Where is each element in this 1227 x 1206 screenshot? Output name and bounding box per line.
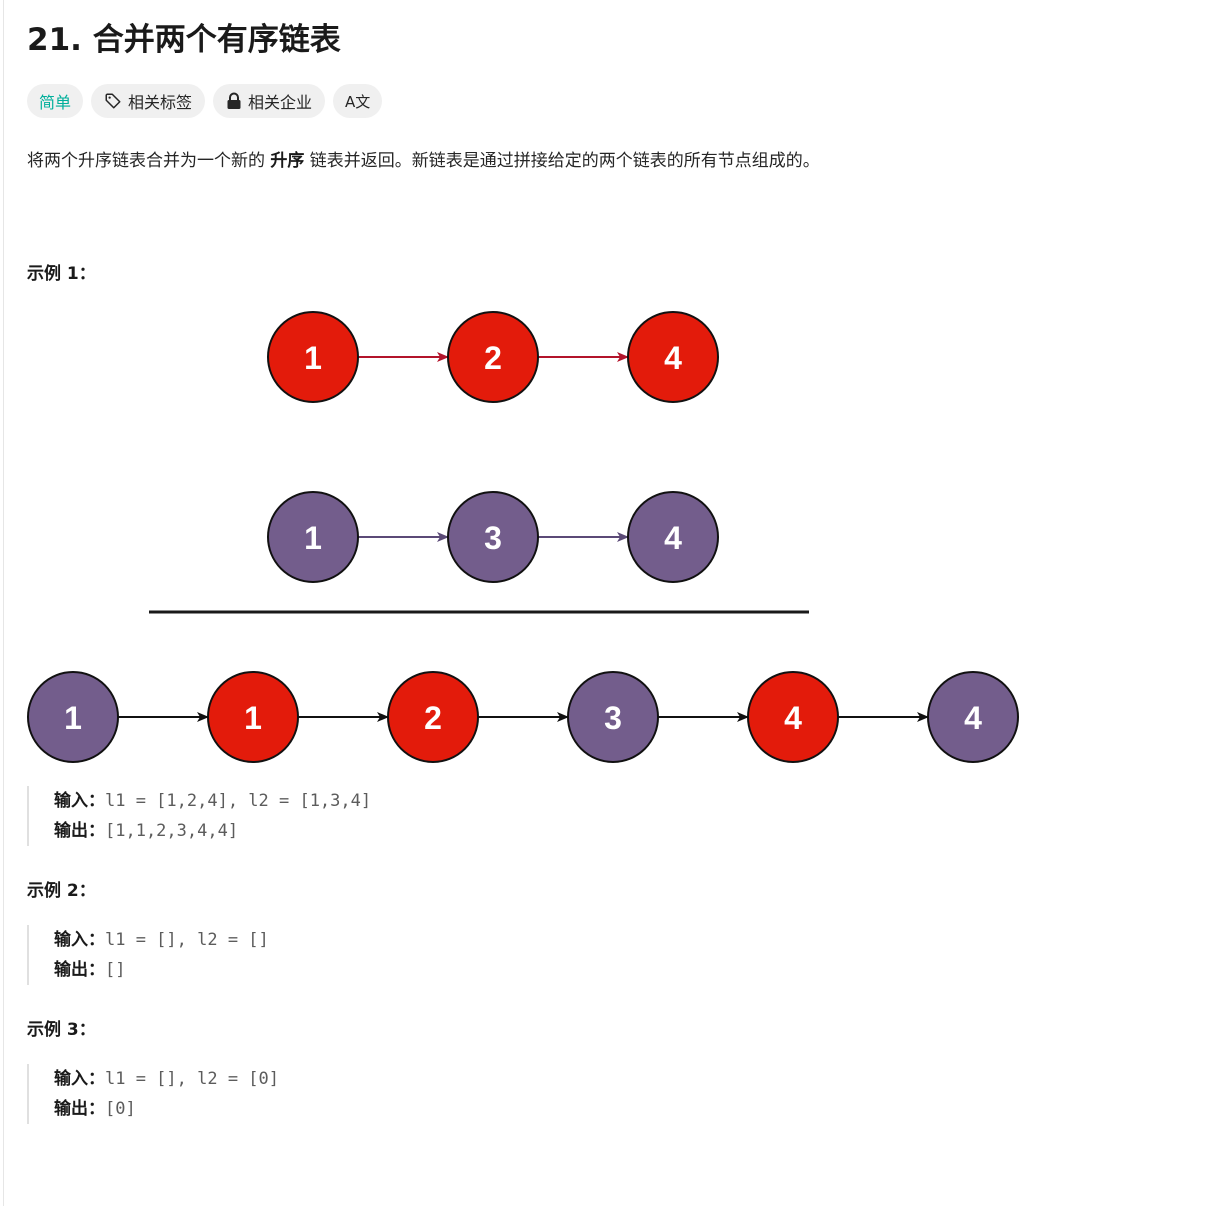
example-3-block: 输入：l1 = [], l2 = [0] 输出：[0] — [27, 1064, 279, 1124]
list2-node-3-circle — [627, 491, 719, 583]
list1-node-2-circle — [447, 311, 539, 403]
merged-node-6-label: 4 — [964, 700, 982, 736]
merged-node-3: 2 — [387, 671, 479, 763]
example-2-title: 示例 2： — [27, 881, 96, 901]
merged-node-2-circle — [207, 671, 299, 763]
merged-node-3-circle — [387, 671, 479, 763]
merged-node-3-label: 2 — [424, 700, 442, 736]
related-tags-button[interactable]: 相关标签 — [91, 84, 206, 118]
problem-title: 21. 合并两个有序链表 — [27, 22, 341, 58]
list1-node-3-circle — [627, 311, 719, 403]
list2-node-3-label: 4 — [664, 520, 682, 556]
merged-node-1-circle — [27, 671, 119, 763]
list1-node-2: 2 — [447, 311, 539, 403]
merged-node-2-label: 1 — [244, 700, 262, 736]
list2-node-2-label: 3 — [484, 520, 502, 556]
merged-node-5-circle — [747, 671, 839, 763]
list2-node-3: 4 — [627, 491, 719, 583]
merged-node-5: 4 — [747, 671, 839, 763]
merged-node-6: 4 — [927, 671, 1019, 763]
merged-node-4-circle — [567, 671, 659, 763]
example-2-input: 输入：l1 = [], l2 = [] — [54, 930, 269, 950]
problem-description: 将两个升序链表合并为一个新的 升序 链表并返回。新链表是通过拼接给定的两个链表的… — [27, 151, 820, 171]
related-companies-button[interactable]: 相关企业 — [213, 84, 326, 118]
tag-row: 简单 相关标签 相关企业 A文 — [27, 84, 383, 118]
related-tags-label: 相关标签 — [128, 93, 193, 112]
merged-node-1: 1 — [27, 671, 119, 763]
list1-node-3: 4 — [627, 311, 719, 403]
difficulty-badge[interactable]: 简单 — [27, 84, 84, 118]
description-emphasis: 升序 — [270, 151, 305, 171]
list1-node-2-label: 2 — [484, 340, 502, 376]
list2-node-2: 3 — [447, 491, 539, 583]
list1-node-1: 1 — [267, 311, 359, 403]
list2-node-1: 1 — [267, 491, 359, 583]
example-2-block: 输入：l1 = [], l2 = [] 输出：[] — [27, 925, 269, 985]
example-3-title: 示例 3： — [27, 1020, 96, 1040]
list2-node-1-circle — [267, 491, 359, 583]
list1-node-1-label: 1 — [304, 340, 322, 376]
translate-button[interactable]: A文 — [333, 84, 383, 118]
merged-node-4-label: 3 — [604, 700, 622, 736]
merged-node-4: 3 — [567, 671, 659, 763]
example-1-output: 输出：[1,1,2,3,4,4] — [54, 821, 239, 841]
merged-node-5-label: 4 — [784, 700, 802, 736]
example-3-input: 输入：l1 = [], l2 = [0] — [54, 1069, 279, 1089]
left-border — [3, 0, 4, 1206]
example-1-title: 示例 1： — [27, 264, 96, 284]
lock-icon — [226, 92, 242, 110]
list2-node-1-label: 1 — [304, 520, 322, 556]
merge-diagram: 1 2 4 1 3 4 1 1 2 3 4 4 — [27, 311, 1019, 763]
merged-node-6-circle — [927, 671, 1019, 763]
list1-node-1-circle — [267, 311, 359, 403]
example-1-input: 输入：l1 = [1,2,4], l2 = [1,3,4] — [54, 791, 372, 811]
example-3-output: 输出：[0] — [54, 1099, 136, 1119]
list1-node-3-label: 4 — [664, 340, 682, 376]
related-companies-label: 相关企业 — [248, 93, 313, 112]
list2-node-2-circle — [447, 491, 539, 583]
example-1-block: 输入：l1 = [1,2,4], l2 = [1,3,4] 输出：[1,1,2,… — [27, 786, 371, 846]
example-2-output: 输出：[] — [54, 960, 126, 980]
tag-icon — [104, 92, 122, 110]
merged-node-2: 1 — [207, 671, 299, 763]
merged-node-1-label: 1 — [64, 700, 82, 736]
